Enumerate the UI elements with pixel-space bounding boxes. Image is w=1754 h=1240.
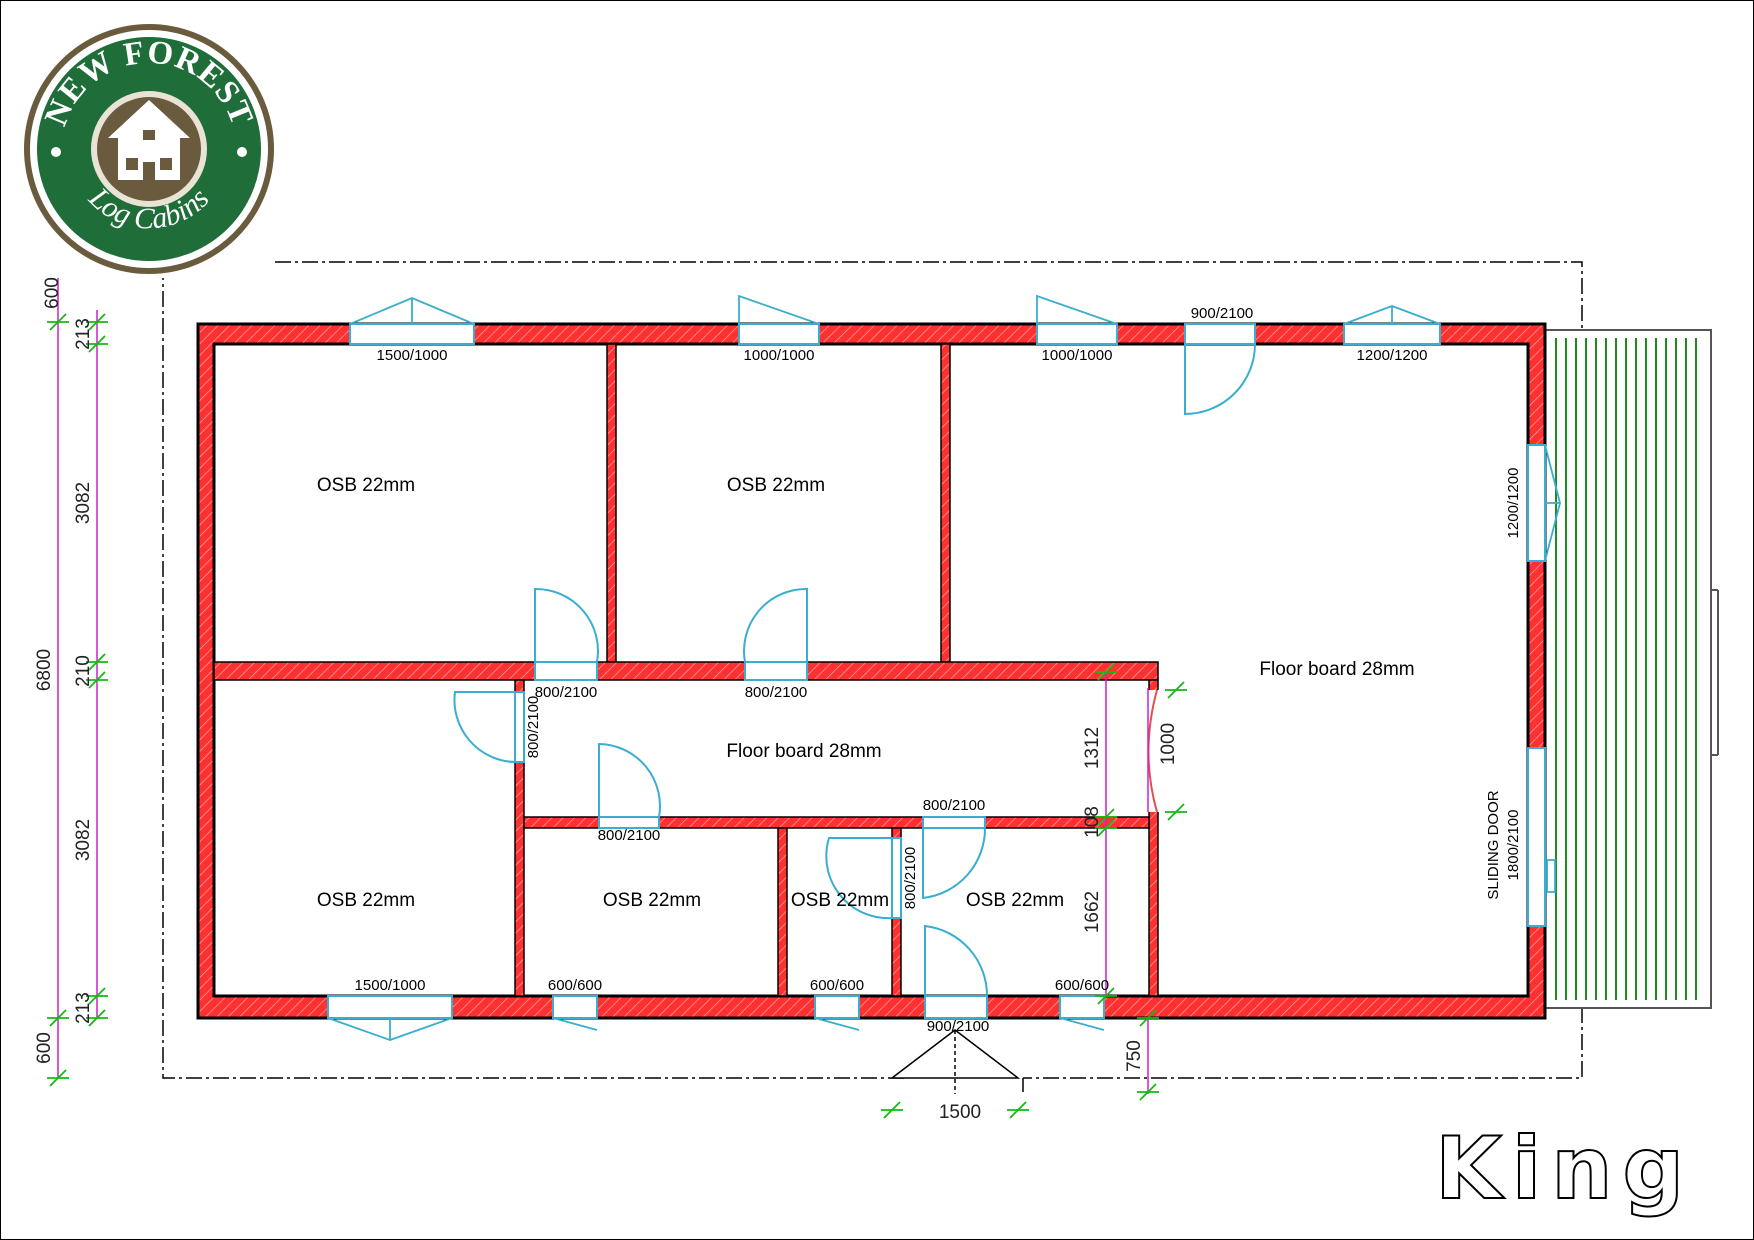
room-label-4: Floor board 28mm <box>726 741 881 762</box>
label-sliding-door-title: SLIDING DOOR <box>1485 790 1502 899</box>
dim-750: 750 <box>1124 1040 1145 1072</box>
label-window-bot-2: 600/600 <box>548 977 602 994</box>
entry-steps <box>889 1029 1021 1094</box>
dimension-tick <box>1097 808 1115 826</box>
room-label-7: OSB 22mm <box>791 890 889 911</box>
label-window-right: 1200/1200 <box>1505 468 1522 539</box>
dim-1662: 1662 <box>1082 891 1103 933</box>
room-label-1: OSB 22mm <box>317 475 415 496</box>
dim-inner-213-top: 213 <box>73 318 94 350</box>
windows <box>327 323 1546 1019</box>
label-window-bot-1: 1500/1000 <box>355 977 426 994</box>
dimension-tick <box>1097 987 1115 1005</box>
dimension-tick <box>1167 803 1185 821</box>
label-window-top-2: 1000/1000 <box>744 347 815 364</box>
dimension-lines <box>57 278 1149 1094</box>
deck <box>1544 329 1719 1009</box>
house-icon <box>108 100 190 180</box>
label-window-bot-3: 600/600 <box>810 977 864 994</box>
label-sliding-door-size: 1800/2100 <box>1505 810 1522 881</box>
label-door-int-4: 800/2100 <box>598 827 661 844</box>
dim-1000: 1000 <box>1158 723 1179 765</box>
dimension-tick <box>49 1009 67 1027</box>
dim-left-600-bottom: 600 <box>34 1032 55 1064</box>
room-label-5: OSB 22mm <box>317 890 415 911</box>
label-door-int-6: 800/2100 <box>902 847 919 910</box>
dimension-tick <box>1139 1009 1157 1027</box>
dim-108: 108 <box>1082 806 1103 838</box>
doors <box>453 323 1256 1019</box>
room-label-8: OSB 22mm <box>966 890 1064 911</box>
new-forest-logo: NEW FOREST Log Cabins <box>24 24 274 274</box>
dimension-tick <box>88 335 106 353</box>
dimension-tick <box>883 1101 901 1119</box>
label-window-bot-4: 600/600 <box>1055 977 1109 994</box>
dimension-labels: 600 6800 600 213 3082 210 3082 213 1312 … <box>34 277 1179 1123</box>
dimension-tick <box>1009 1101 1027 1119</box>
room-label-6: OSB 22mm <box>603 890 701 911</box>
label-window-top-1: 1500/1000 <box>377 347 448 364</box>
room-label-3: Floor board 28mm <box>1259 659 1414 680</box>
label-door-entry: 900/2100 <box>927 1018 990 1035</box>
dim-inner-3082-bottom: 3082 <box>73 819 94 861</box>
dim-left-600-top: 600 <box>42 277 63 309</box>
dim-inner-3082-top: 3082 <box>73 482 94 524</box>
dim-inner-210: 210 <box>73 655 94 687</box>
dimension-tick <box>49 1069 67 1087</box>
label-door-int-1: 800/2100 <box>535 684 598 701</box>
arch-opening <box>1146 690 1160 812</box>
dim-corridor-1312: 1312 <box>1082 727 1103 769</box>
label-door-int-3: 800/2100 <box>525 696 542 759</box>
window-swings <box>327 294 1561 1041</box>
dimension-tick <box>1139 1083 1157 1101</box>
dimension-tick <box>1097 819 1115 837</box>
label-door-top: 900/2100 <box>1191 305 1254 322</box>
dimension-tick <box>88 987 106 1005</box>
room-labels: OSB 22mm OSB 22mm Floor board 28mm Floor… <box>317 475 1415 911</box>
dimension-tick <box>88 653 106 671</box>
label-window-top-4: 1200/1200 <box>1357 347 1428 364</box>
room-label-2: OSB 22mm <box>727 475 825 496</box>
opening-labels: 1500/1000 1000/1000 1000/1000 900/2100 1… <box>355 305 1522 1035</box>
dimension-tick <box>1097 663 1115 681</box>
label-window-top-3: 1000/1000 <box>1042 347 1113 364</box>
dimension-tick <box>1167 681 1185 699</box>
label-door-int-2: 800/2100 <box>745 684 808 701</box>
dimension-tick <box>88 313 106 331</box>
dimension-tick <box>49 313 67 331</box>
model-name: King <box>1435 1119 1694 1219</box>
dim-inner-213-bottom: 213 <box>73 992 94 1024</box>
dimension-tick <box>88 1009 106 1027</box>
dimension-tick <box>88 671 106 689</box>
dim-1500: 1500 <box>939 1102 981 1123</box>
dim-left-6800: 6800 <box>34 649 55 691</box>
dimension-ticks <box>47 313 1187 1119</box>
label-door-int-5: 800/2100 <box>923 797 986 814</box>
